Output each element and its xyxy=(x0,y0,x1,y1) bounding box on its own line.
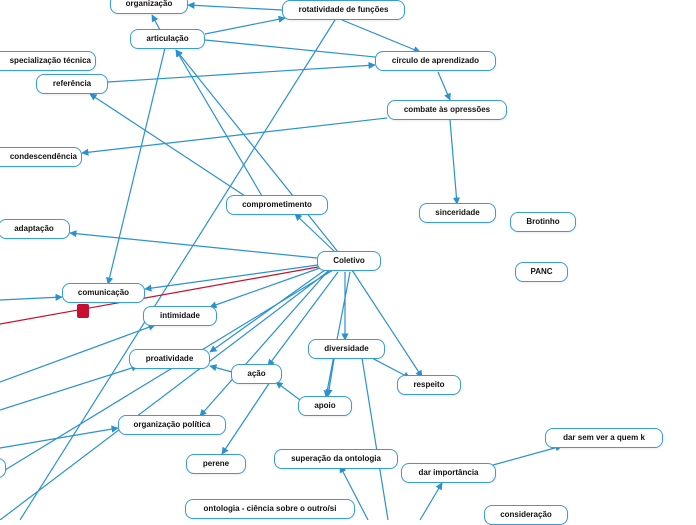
node-comunicacao[interactable]: comunicação xyxy=(62,283,145,303)
link-acao-proatividade xyxy=(209,364,233,373)
link-dar-importancia-dar-ver xyxy=(492,444,563,466)
link-diversidade-apoio xyxy=(325,358,335,397)
node-dar-sem-ver-a-quem[interactable]: dar sem ver a quem k xyxy=(545,428,663,448)
link-coletivo-intimidade xyxy=(209,267,321,309)
node-sinceridade[interactable]: sinceridade xyxy=(419,203,496,223)
link-coletivo-highlight xyxy=(0,266,319,325)
node-superacao-da-ontologia[interactable]: superação da ontologia xyxy=(274,449,398,469)
link-comprometimento-referencia xyxy=(89,93,246,197)
link-coletivo-far-left-1 xyxy=(0,269,331,520)
node-intimidade[interactable]: intimidade xyxy=(143,306,217,326)
node-comprometimento[interactable]: comprometimento xyxy=(226,195,328,215)
node-consideracao[interactable]: consideração xyxy=(484,505,568,525)
node-respeito[interactable]: respeito xyxy=(397,375,461,395)
link-coletivo-comprometimento xyxy=(294,213,336,253)
link-apoio-acao xyxy=(275,381,301,401)
link-diversidade-down xyxy=(361,357,389,520)
link-coletivo-comunicacao xyxy=(144,264,319,292)
node-organizacao-politica[interactable]: organização política xyxy=(118,415,226,435)
link-rotatividade-down xyxy=(19,19,336,520)
link-coletivo-apoio xyxy=(323,271,351,398)
node-perene[interactable]: perene xyxy=(186,454,246,474)
link-referencia-circulo xyxy=(107,61,376,83)
link-articulacao-circulo xyxy=(204,39,386,61)
node-diversidade[interactable]: diversidade xyxy=(308,339,385,359)
link-acao-perene xyxy=(221,381,271,455)
link-up-dar-importancia xyxy=(419,482,443,520)
link-comprometimento-articulacao xyxy=(175,49,263,197)
link-coletivo-respeito xyxy=(351,269,423,378)
node-panc[interactable]: PANC xyxy=(515,262,568,282)
link-coletivo-acao xyxy=(267,271,339,367)
link-articulacao-rotatividade xyxy=(204,15,286,35)
link-ontologia-superacao xyxy=(339,465,369,520)
node-combate-as-opressoes[interactable]: combate às opressões xyxy=(387,100,507,120)
node-ontologia-ciencia[interactable]: ontologia - ciência sobre o outro/si xyxy=(185,499,355,519)
link-combate-condescendencia xyxy=(81,117,388,156)
node-rotatividade-de-funcoes[interactable]: rotatividade de funções xyxy=(282,0,405,20)
node-apoio[interactable]: apoio xyxy=(298,396,352,416)
node-organizacao[interactable]: organização xyxy=(110,0,188,14)
node-articulacao[interactable]: articulação xyxy=(130,29,205,49)
link-articulacao-organizacao xyxy=(151,14,161,31)
link-coletivo-far-left-2 xyxy=(4,269,334,471)
node-especializacao-tecnica[interactable]: specialização técnica xyxy=(0,51,96,71)
node-brotinho[interactable]: Brotinho xyxy=(510,212,576,232)
marker-icon[interactable] xyxy=(77,304,89,318)
node-condescendencia[interactable]: condescendência xyxy=(0,147,82,167)
node-proatividade[interactable]: proatividade xyxy=(129,349,210,369)
link-circulo-combate xyxy=(437,71,451,101)
node-coletivo[interactable]: Coletivo xyxy=(317,251,381,271)
link-rotatividade-circulo xyxy=(341,19,421,53)
node-acao[interactable]: ação xyxy=(231,364,282,384)
link-intimidade-left xyxy=(0,323,156,383)
node-referencia[interactable]: referência xyxy=(36,74,108,94)
link-combate-sinceridade xyxy=(449,119,461,205)
link-organizacao-politica-left xyxy=(0,425,119,449)
link-coletivo-articulacao xyxy=(175,49,339,253)
node-circulo-de-aprendizado[interactable]: círculo de aprendizado xyxy=(375,51,496,71)
link-coletivo-proatividade xyxy=(209,269,326,353)
link-proatividade-left xyxy=(0,364,139,411)
link-comunicacao-left xyxy=(0,293,63,301)
link-articulacao-comunicacao xyxy=(106,47,166,285)
node-adaptacao[interactable]: adaptação xyxy=(0,219,70,239)
node-dar-importancia[interactable]: dar importância xyxy=(401,463,496,483)
link-diversidade-respeito xyxy=(369,356,411,379)
link-coletivo-organizacao-politica xyxy=(199,270,329,417)
link-coletivo-adaptacao xyxy=(69,230,318,259)
link-rotatividade-organizacao xyxy=(187,1,283,11)
